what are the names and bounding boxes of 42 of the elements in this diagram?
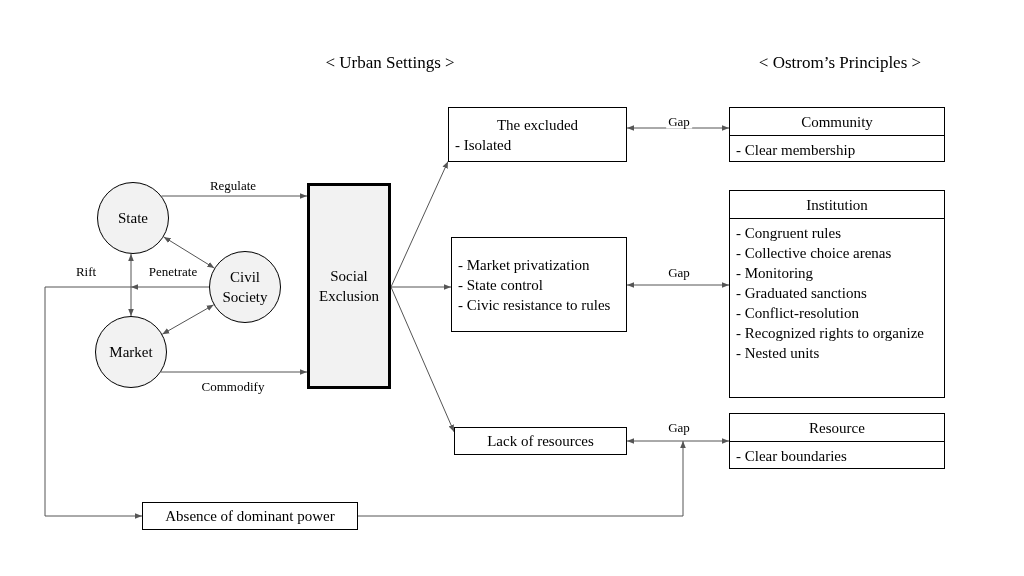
principle-box [729, 413, 945, 469]
section-title: < Urban Settings > [325, 52, 455, 75]
list-item: - Congruent rules [736, 224, 842, 243]
list-item: - Monitoring [736, 264, 815, 283]
box-text: - State control [458, 275, 544, 295]
box-text: Lack of resources [486, 432, 595, 451]
arrow [44, 286, 143, 519]
list-item: - Conflict-resolution [736, 304, 860, 323]
text-box [448, 107, 627, 162]
arrow [626, 282, 730, 288]
process-box: Social Exclusion [307, 183, 391, 389]
box-heading: The excluded [495, 115, 580, 135]
arrow [130, 284, 210, 290]
box-text: - Isolated [455, 135, 513, 155]
box-text: - Civic resistance to rules [458, 295, 612, 315]
arrow [390, 160, 449, 288]
list-item: - Clear boundaries [736, 447, 848, 466]
section-title: < Ostrom’s Principles > [758, 52, 922, 75]
arrow [626, 438, 730, 444]
principle-box [729, 190, 945, 398]
box-heading: Resource [809, 418, 865, 438]
arrow [390, 284, 452, 290]
list-item: - Graduated sanctions [736, 284, 868, 303]
arrow [128, 253, 134, 317]
arrow [390, 286, 455, 433]
arrow [357, 440, 686, 517]
text-box [454, 427, 627, 455]
list-item: - Collective choice arenas [736, 244, 893, 263]
list-item: - Nested units [736, 344, 821, 363]
text-box [451, 237, 627, 332]
text-box [142, 502, 358, 530]
list-item: - Recognized rights to organize [736, 324, 925, 343]
box-text: Absence of dominant power [164, 507, 336, 526]
arrow [160, 369, 308, 375]
arrow [163, 236, 215, 269]
box-heading: Institution [806, 195, 868, 215]
box-text: - Market privatization [458, 255, 591, 275]
arrow [161, 304, 215, 335]
arrow [161, 193, 308, 199]
list-item: - Clear membership [736, 141, 857, 160]
principle-box [729, 107, 945, 162]
box-heading: Community [801, 112, 873, 132]
